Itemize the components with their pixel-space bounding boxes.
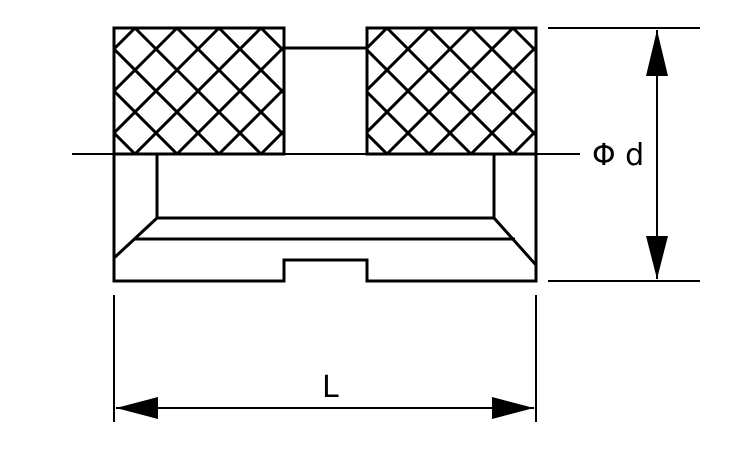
hatch-line [365,90,431,156]
hatch-line [365,132,389,156]
hatch-line [511,26,538,53]
arrow-right-icon [492,397,534,419]
chamfer-right [492,217,538,266]
diameter-label: Φ d [592,138,644,173]
arrow-down-icon [646,236,668,279]
hatch-line [469,87,538,156]
hatch-line [112,89,179,156]
hatch-line [217,26,286,95]
hatch-line [175,26,286,137]
knurl-hatch-right [365,26,538,156]
hatch-line [427,26,538,137]
inner-bore [155,154,496,220]
hatch-line [385,26,515,156]
hatch-line [112,26,179,93]
insert-body-outline [112,154,538,283]
hatch-line [365,26,389,50]
knurl-hatch-left [112,26,286,156]
hatch-line [365,26,473,134]
hatch-line [112,47,221,156]
hatch-line [259,129,286,156]
hatch-line [259,26,286,53]
hatch-line [112,26,221,135]
hatch-line [365,26,431,92]
hatch-line [133,26,263,156]
hatch-line [365,48,473,156]
arrow-up-icon [646,30,668,76]
chamfer-left [112,216,159,260]
arrow-left-icon [116,397,158,419]
hatch-line [469,26,538,95]
length-label: L [322,370,339,405]
hatch-line [427,45,538,156]
hatch-line [175,45,286,156]
hatch-line [112,26,137,51]
hatch-line [511,129,538,156]
hatch-line [217,87,286,156]
hatch-line [112,131,137,156]
